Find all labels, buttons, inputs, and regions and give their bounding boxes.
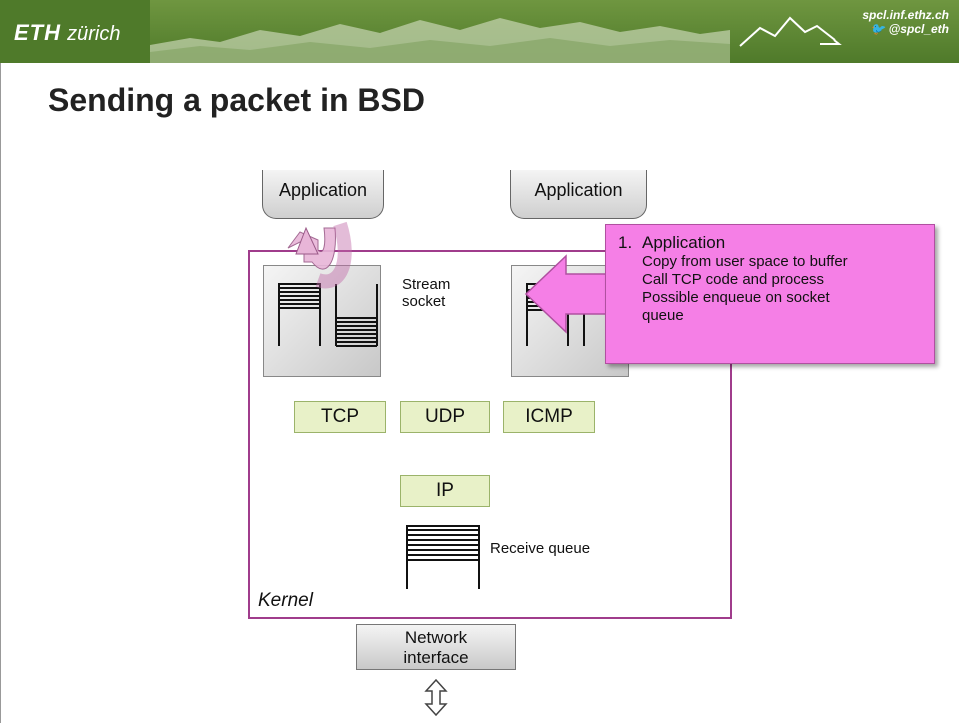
stream-label-line2: socket xyxy=(402,293,446,310)
callout-line: Possible enqueue on socket xyxy=(642,289,830,306)
header-logo-area xyxy=(0,0,150,63)
icmp-box: ICMP xyxy=(503,401,595,433)
bidirectional-arrow-icon xyxy=(424,678,448,717)
logo-bold: ETH xyxy=(14,20,61,45)
twitter-handle[interactable]: @spcl_eth xyxy=(888,22,949,36)
callout-number: 1. xyxy=(618,233,633,252)
callout-line: Call TCP code and process xyxy=(642,271,825,288)
application-box-2: Application xyxy=(510,170,647,219)
callout-lines: Copy from user space to buffer Call TCP … xyxy=(642,253,924,325)
stream-label-line1: Stream xyxy=(402,276,451,293)
logo-rest: zürich xyxy=(67,23,121,45)
network-interface-box: Network interface xyxy=(356,624,516,670)
udp-box: UDP xyxy=(400,401,490,433)
copy-curved-arrow-icon xyxy=(287,221,352,289)
stream-socket-send-queue-icon xyxy=(278,283,321,346)
stream-socket-label: Stream socket xyxy=(402,276,450,310)
mountain-banner xyxy=(150,18,730,63)
callout-line: queue xyxy=(642,307,684,324)
callout-title: Application xyxy=(642,233,726,252)
site-url[interactable]: spcl.inf.ethz.ch xyxy=(862,8,949,22)
tcp-box: TCP xyxy=(294,401,386,433)
twitter-bird-icon: 🐦 xyxy=(870,22,886,36)
application-box-1: Application xyxy=(262,170,384,219)
nic-line2: interface xyxy=(403,648,469,667)
callout-line: Copy from user space to buffer xyxy=(642,253,848,270)
receive-queue-icon xyxy=(406,525,480,589)
left-border xyxy=(0,63,1,723)
header-bar: ETH zürich spcl.inf.ethz.ch 🐦 @spcl_eth xyxy=(0,0,959,63)
slide-title: Sending a packet in BSD xyxy=(48,82,425,118)
ip-box: IP xyxy=(400,475,490,507)
nic-line1: Network xyxy=(404,628,468,647)
spcl-mountain-logo-icon xyxy=(739,16,842,47)
site-info: spcl.inf.ethz.ch 🐦 @spcl_eth xyxy=(862,8,949,36)
callout-box: 1. Application Copy from user space to bu… xyxy=(605,224,935,364)
kernel-label: Kernel xyxy=(258,590,313,611)
eth-logo[interactable]: ETH zürich xyxy=(14,20,120,46)
receive-queue-label: Receive queue xyxy=(490,540,591,557)
kernel-box xyxy=(248,250,732,619)
callout-heading: 1. Application xyxy=(618,233,924,253)
stream-socket-recv-queue-icon xyxy=(335,284,378,347)
callout-arrow-icon xyxy=(524,254,611,334)
